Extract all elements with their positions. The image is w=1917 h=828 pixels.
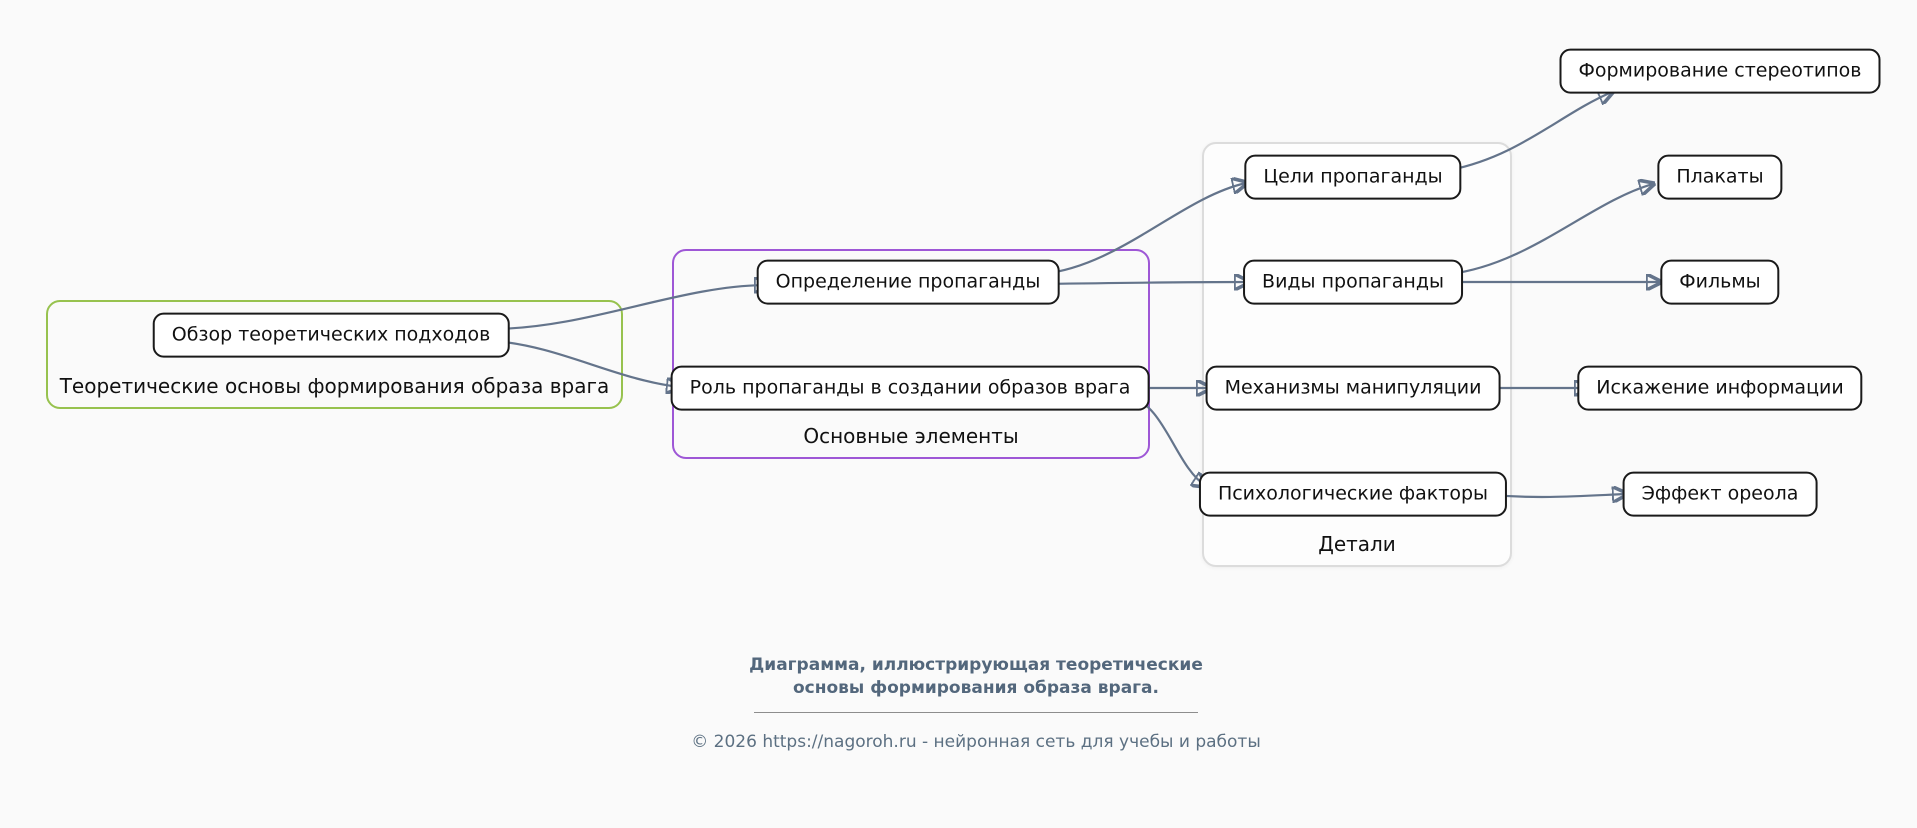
node-mekhanizmy: Механизмы манипуляции xyxy=(1205,365,1501,411)
edge-psikhfaktory-oreol xyxy=(1491,494,1626,497)
node-obzor: Обзор теоретических подходов xyxy=(152,312,510,358)
group-core-elements-label: Основные элементы xyxy=(803,424,1019,448)
node-vidy: Виды пропаганды xyxy=(1243,259,1463,305)
node-filmy: Фильмы xyxy=(1660,259,1780,305)
diagram-caption-line2: основы формирования образа врага. xyxy=(792,677,1159,698)
node-celi: Цели пропаганды xyxy=(1244,154,1462,200)
node-iskazhenie: Искажение информации xyxy=(1577,365,1863,411)
node-oreol: Эффект ореола xyxy=(1622,471,1818,517)
footer-divider xyxy=(754,712,1198,713)
diagram-caption-line1: Диаграмма, иллюстрирующая теоретические xyxy=(749,655,1203,675)
copyright-text: © 2026 https://nagoroh.ru - нейронная се… xyxy=(691,732,1261,752)
node-opredelenie: Определение пропаганды xyxy=(756,259,1060,305)
node-plakaty: Плакаты xyxy=(1657,154,1783,200)
node-rol: Роль пропаганды в создании образов врага xyxy=(670,365,1150,411)
node-stereotipy: Формирование стереотипов xyxy=(1559,48,1881,94)
node-psikhfaktory: Психологические факторы xyxy=(1198,471,1508,517)
diagram-caption: Диаграмма, иллюстрирующая теоретические … xyxy=(749,654,1203,700)
group-theory-label: Теоретические основы формирования образа… xyxy=(59,374,610,398)
group-details-label: Детали xyxy=(1318,532,1396,556)
